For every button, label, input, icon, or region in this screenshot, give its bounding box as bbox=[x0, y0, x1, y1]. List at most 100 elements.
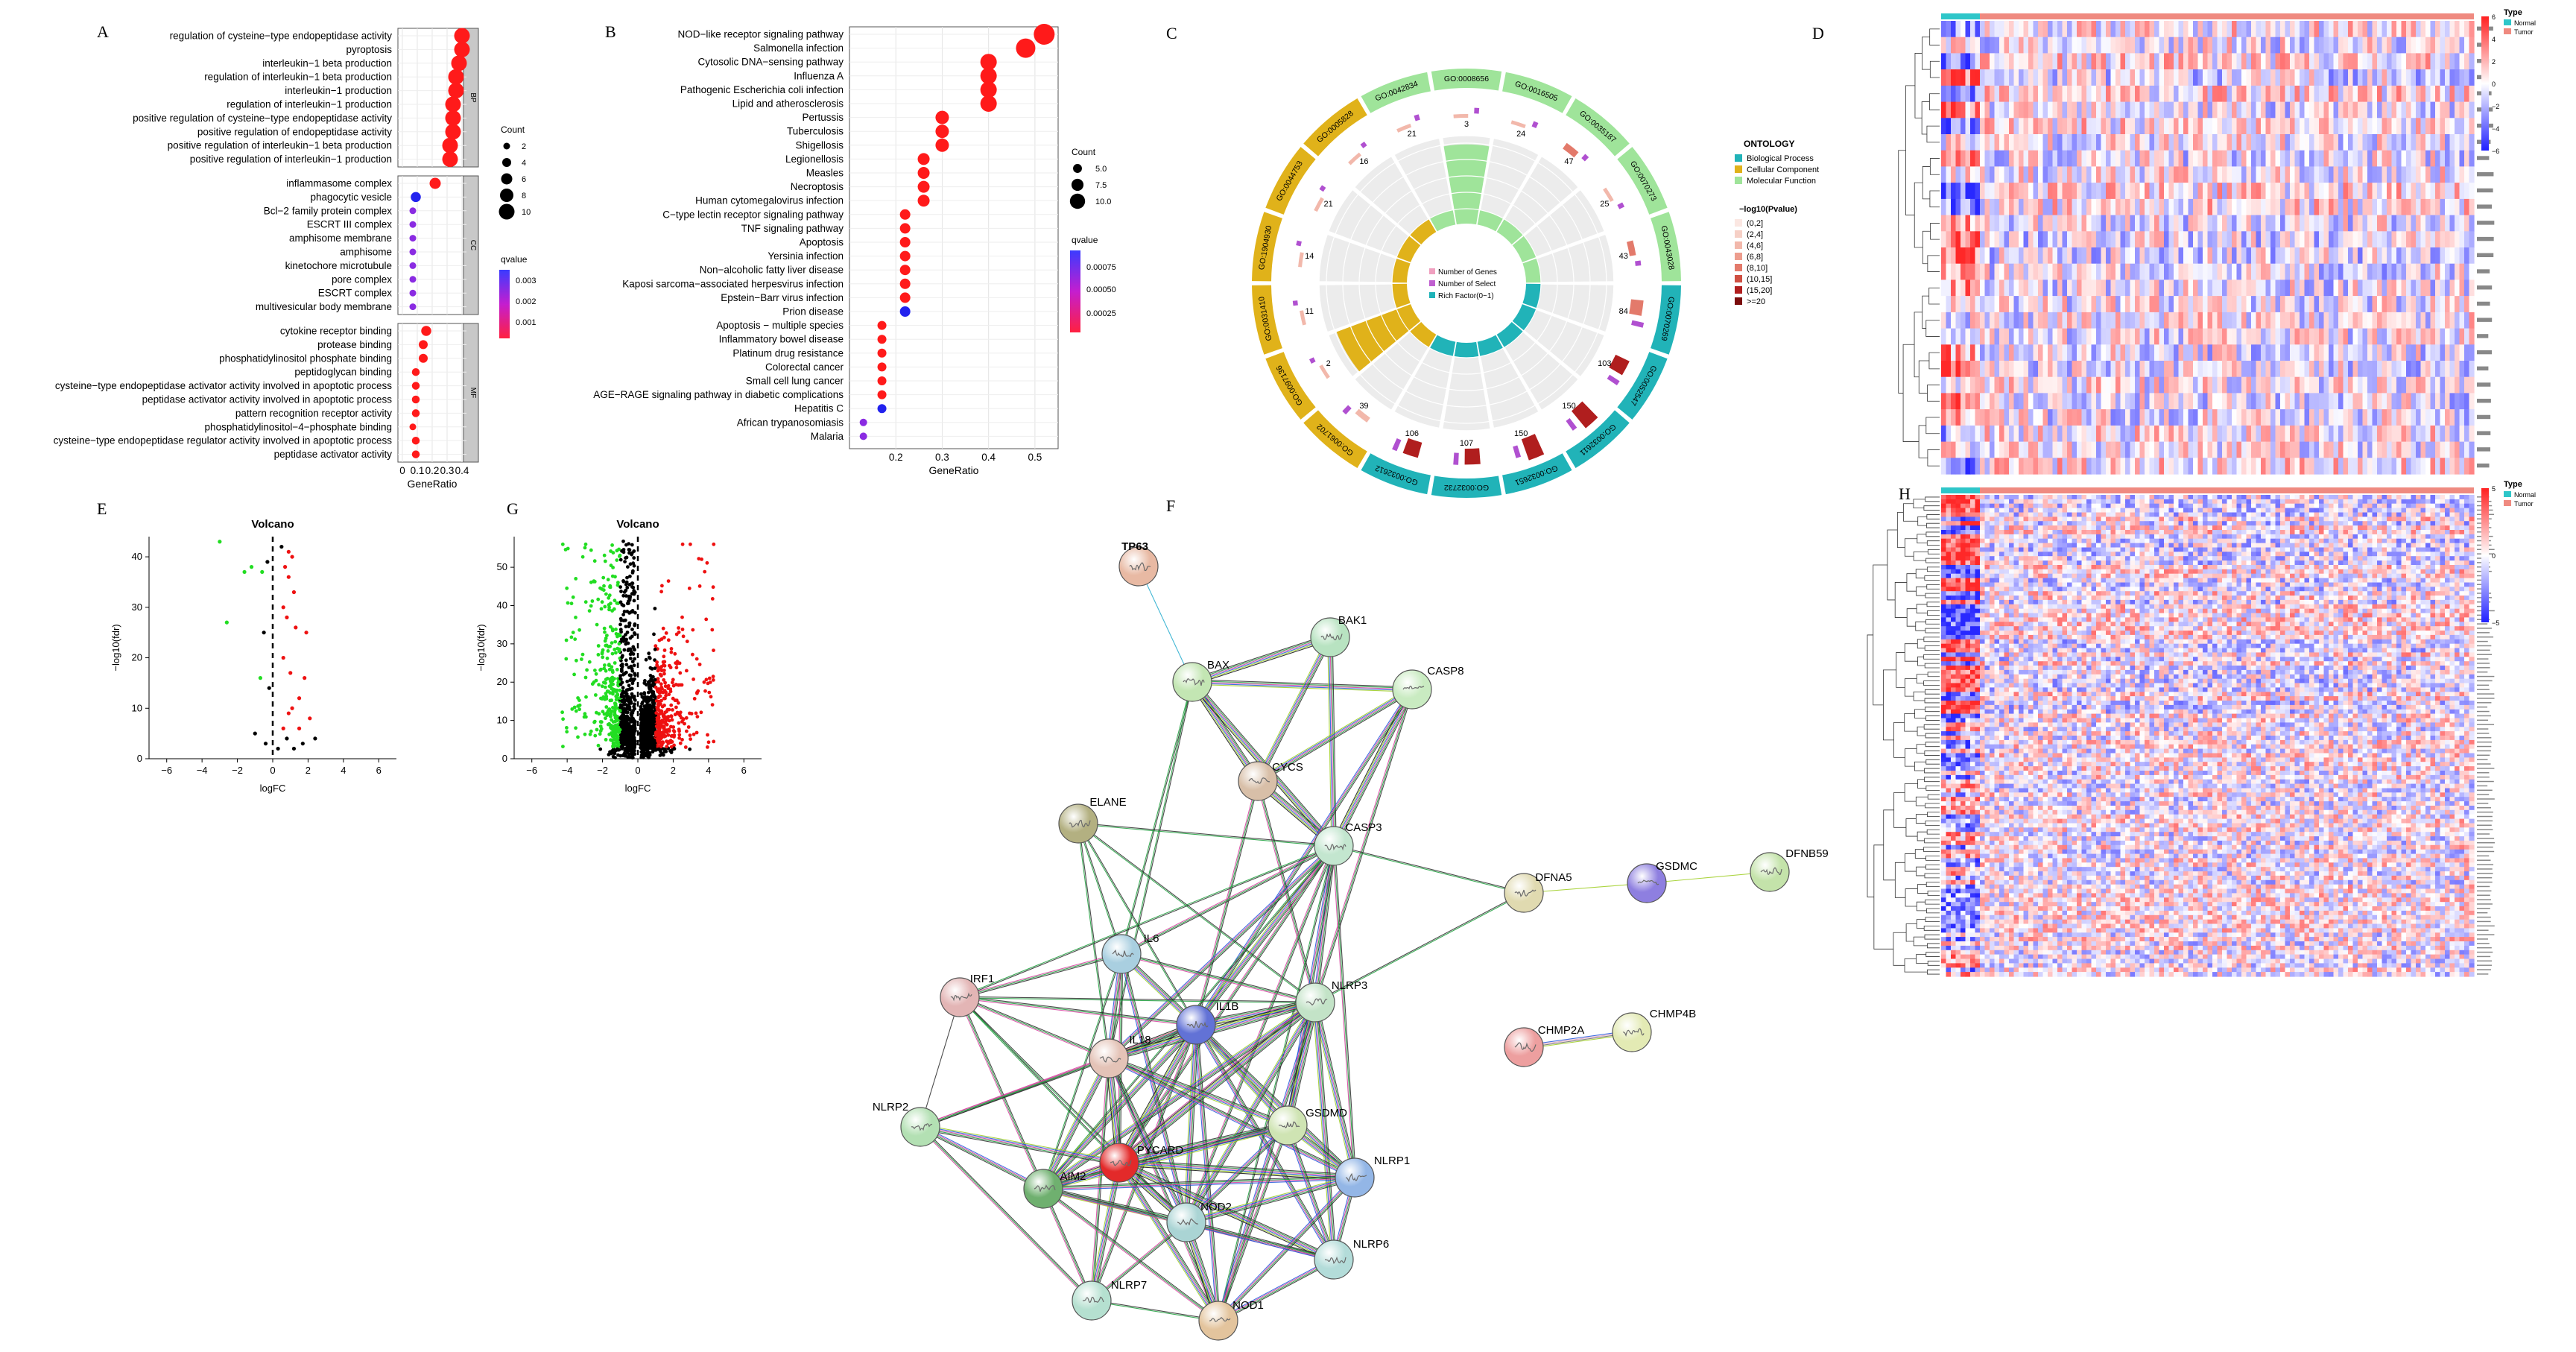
heatmap-cell bbox=[2261, 344, 2267, 361]
heatmap-cell bbox=[2178, 425, 2184, 443]
heatmap-cell bbox=[2329, 458, 2335, 475]
term-label: interleukin−1 production bbox=[285, 85, 392, 96]
select-count-bar bbox=[1392, 438, 1402, 452]
heatmap-cell bbox=[2362, 409, 2368, 426]
heatmap-cell bbox=[2338, 183, 2344, 200]
term-label: NOD−like receptor signaling pathway bbox=[678, 29, 844, 40]
heatmap-cell bbox=[2125, 344, 2131, 361]
term-label: Measles bbox=[806, 168, 844, 179]
term-label: positive regulation of cysteine−type end… bbox=[133, 113, 392, 124]
heatmap-cell bbox=[2290, 263, 2296, 280]
heatmap-cell bbox=[2275, 37, 2281, 54]
heatmap-cell bbox=[2372, 361, 2378, 378]
heatmap-cell bbox=[2401, 263, 2407, 280]
heatmap-cell bbox=[2033, 247, 2039, 265]
heatmap-cell bbox=[2212, 441, 2218, 458]
heatmap-cell bbox=[2411, 328, 2417, 345]
heatmap-cell bbox=[2038, 183, 2044, 200]
heatmap-cell bbox=[2081, 198, 2087, 216]
heatmap-cell bbox=[2304, 279, 2310, 297]
heatmap-cell bbox=[2023, 441, 2029, 458]
term-dot bbox=[877, 376, 887, 385]
volcano-point bbox=[621, 548, 626, 552]
heatmap-cell bbox=[1961, 458, 1966, 475]
heatmap-cell bbox=[1941, 53, 1947, 70]
heatmap-cell bbox=[2115, 183, 2121, 200]
heatmap-cell bbox=[2329, 53, 2335, 70]
heatmap-cell bbox=[2425, 361, 2431, 378]
heatmap-cell bbox=[2319, 183, 2325, 200]
heatmap-cell bbox=[2023, 458, 2029, 475]
volcano-point bbox=[600, 684, 604, 689]
heatmap-cell bbox=[2275, 118, 2281, 135]
heatmap-cell bbox=[1941, 328, 1947, 345]
heatmap-cell bbox=[2227, 85, 2232, 103]
heatmap-cell bbox=[2270, 393, 2276, 410]
heatmap-cell bbox=[2106, 215, 2112, 232]
volcano-point bbox=[667, 692, 671, 697]
heatmap-cell bbox=[2449, 361, 2455, 378]
heatmap-cell bbox=[2401, 150, 2407, 167]
heatmap-cell bbox=[2168, 458, 2174, 475]
heatmap-cell bbox=[1946, 376, 1952, 394]
heatmap-cell bbox=[1994, 183, 2000, 200]
heatmap-cell bbox=[1975, 441, 1981, 458]
term-label: Apoptosis − multiple species bbox=[716, 320, 844, 331]
heatmap-cell bbox=[2183, 166, 2189, 183]
heatmap-cell bbox=[2212, 69, 2218, 86]
heatmap-cell bbox=[2081, 296, 2087, 313]
heatmap-cell bbox=[2333, 85, 2339, 103]
volcano-point bbox=[609, 601, 613, 606]
heatmap-cell bbox=[2372, 53, 2378, 70]
heatmap-cell bbox=[2052, 69, 2058, 86]
heatmap-cell bbox=[1980, 69, 1986, 86]
x-tick-label: −4 bbox=[562, 765, 573, 776]
volcano-point bbox=[712, 648, 715, 652]
heatmap-cell bbox=[1994, 296, 2000, 313]
heatmap-cell bbox=[2091, 21, 2097, 38]
heatmap-cell bbox=[2009, 37, 2015, 54]
heatmap-cell bbox=[2115, 37, 2121, 54]
heatmap-cell bbox=[2435, 134, 2441, 151]
heatmap-cell bbox=[2275, 393, 2281, 410]
heatmap-cell bbox=[2290, 441, 2296, 458]
heatmap-cell bbox=[2207, 53, 2213, 70]
heatmap-cell bbox=[2367, 53, 2373, 70]
pvalue-legend-label: (15,20] bbox=[1747, 286, 1772, 295]
heatmap-cell bbox=[2120, 312, 2126, 329]
heatmap-cell bbox=[2362, 328, 2368, 345]
heatmap-cell bbox=[1951, 21, 1957, 38]
heatmap-cell bbox=[2300, 134, 2306, 151]
heatmap-cell bbox=[2052, 328, 2058, 345]
heatmap-cell bbox=[2416, 69, 2422, 86]
heatmap-cell bbox=[2309, 279, 2315, 297]
heatmap-cell bbox=[2358, 247, 2364, 265]
heatmap-cell bbox=[2168, 279, 2174, 297]
heatmap-cell bbox=[2178, 458, 2184, 475]
go-term-ring bbox=[1566, 98, 1630, 157]
heatmap-cell bbox=[2285, 101, 2291, 119]
heatmap-cell bbox=[1975, 247, 1981, 265]
heatmap-cell bbox=[2314, 312, 2320, 329]
heatmap-cell bbox=[1946, 441, 1952, 458]
heatmap-cell bbox=[2139, 215, 2145, 232]
dendrogram-branch bbox=[1898, 150, 1906, 394]
gene-count-bar bbox=[1510, 120, 1526, 129]
select-count-bar bbox=[1635, 260, 1642, 266]
heatmap-cell bbox=[2435, 393, 2441, 410]
heatmap-cell bbox=[2222, 328, 2228, 345]
heatmap-cell bbox=[2096, 361, 2102, 378]
select-count-bar bbox=[1342, 405, 1352, 415]
heatmap-cell bbox=[2188, 344, 2194, 361]
heatmap-cell bbox=[2072, 441, 2077, 458]
heatmap-cell bbox=[2377, 69, 2383, 86]
heatmap-cell bbox=[2464, 376, 2470, 394]
heatmap-cell bbox=[2270, 328, 2276, 345]
heatmap-cell bbox=[2420, 166, 2426, 183]
volcano-point bbox=[574, 616, 577, 619]
heatmap-cell bbox=[2459, 85, 2465, 103]
heatmap-cell bbox=[2033, 376, 2039, 394]
heatmap-cell bbox=[2430, 118, 2436, 135]
heatmap-cell bbox=[2362, 361, 2368, 378]
heatmap-cell bbox=[1946, 118, 1952, 135]
